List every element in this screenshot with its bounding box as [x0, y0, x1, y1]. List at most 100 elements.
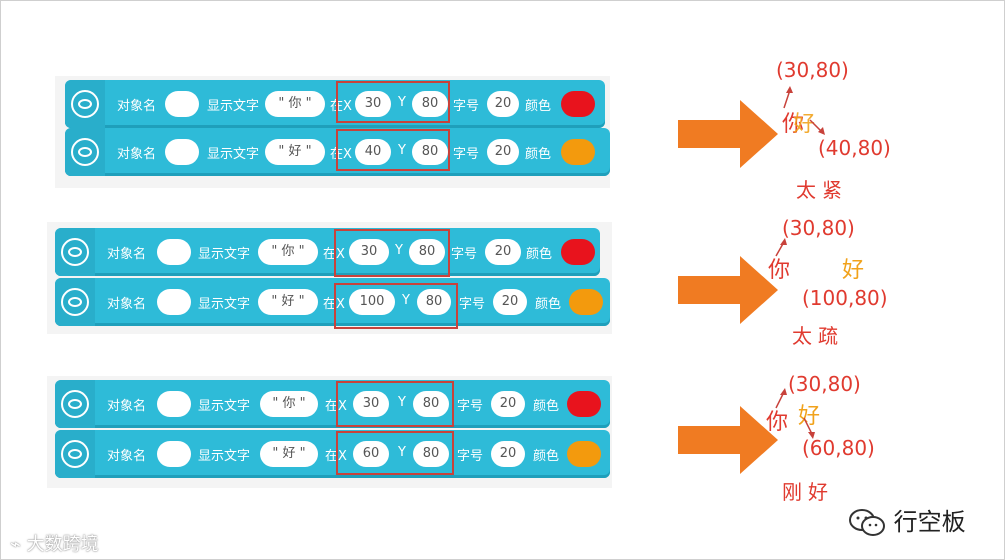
text-value-input[interactable]: " 好 ": [258, 289, 318, 315]
xy-highlight-box: [336, 431, 454, 475]
ellipse-icon: [61, 390, 89, 418]
size-label: 字号: [457, 449, 484, 464]
y-label: Y: [398, 395, 406, 410]
obj-name-input[interactable]: [165, 91, 199, 117]
x-input[interactable]: 30: [355, 91, 391, 117]
pointer-arrow-icon: [775, 238, 787, 257]
coord-label-bottom: (60,80): [802, 436, 875, 460]
at-x-label: 在X: [330, 99, 352, 114]
obj-name-input[interactable]: [157, 391, 191, 417]
obj-name-input[interactable]: [157, 289, 191, 315]
row3-block2[interactable]: 对象名 显示文字 " 好 " 在X 60 Y 80 字号 20 颜色: [55, 430, 610, 478]
size-input[interactable]: 20: [491, 391, 525, 417]
text-label: 显示文字: [207, 99, 260, 114]
obj-name-input[interactable]: [157, 441, 191, 467]
y-label: Y: [402, 293, 410, 308]
y-label: Y: [398, 445, 406, 460]
row3-block1[interactable]: 对象名 显示文字 " 你 " 在X 30 Y 80 字号 20 颜色: [55, 380, 610, 428]
coord-label-top: (30,80): [782, 216, 855, 240]
xy-highlight-box: [334, 283, 458, 329]
color-label: 颜色: [533, 449, 560, 464]
text-value-input[interactable]: " 好 ": [265, 139, 325, 165]
x-input[interactable]: 60: [353, 441, 389, 467]
y-input[interactable]: 80: [409, 239, 445, 265]
text-value-input[interactable]: " 你 ": [260, 391, 318, 417]
size-input[interactable]: 20: [485, 239, 521, 265]
obj-name-input[interactable]: [157, 239, 191, 265]
verdict-label: 刚好: [782, 480, 834, 504]
size-label: 字号: [453, 99, 480, 114]
text-value-input[interactable]: " 好 ": [260, 441, 318, 467]
color-label: 颜色: [533, 399, 560, 414]
right-arrow-icon: [678, 100, 778, 168]
row1-block1[interactable]: 对象名 显示文字 " 你 " 在X 30 Y 80 字号 20 颜色: [65, 80, 605, 128]
obj-name-input[interactable]: [165, 139, 199, 165]
size-input[interactable]: 20: [487, 139, 519, 165]
text-label: 显示文字: [198, 449, 251, 464]
color-label: 颜色: [525, 147, 552, 162]
y-input[interactable]: 80: [417, 289, 451, 315]
ellipse-icon: [61, 238, 89, 266]
ellipse-icon: [61, 288, 89, 316]
right-arrow-icon: [678, 256, 778, 324]
at-x-label: 在X: [325, 449, 347, 464]
x-input[interactable]: 100: [349, 289, 395, 315]
size-label: 字号: [459, 297, 486, 312]
xy-highlight-box: [336, 381, 454, 427]
coord-label-top: (30,80): [776, 58, 849, 82]
row2-block2[interactable]: 对象名 显示文字 " 好 " 在X 100 Y 80 字号 20 颜色: [55, 278, 610, 326]
char-hao: 好: [793, 112, 816, 137]
at-x-label: 在X: [325, 399, 347, 414]
text-value-input[interactable]: " 你 ": [258, 239, 318, 265]
at-x-label: 在X: [323, 247, 345, 262]
block-cap: [55, 278, 95, 326]
text-label: 显示文字: [198, 297, 251, 312]
watermark-left-text: 大数跨境: [26, 534, 99, 555]
char-ni: 你: [782, 112, 805, 137]
block-cap: [55, 430, 95, 478]
x-input[interactable]: 30: [353, 391, 389, 417]
ellipse-icon: [71, 138, 99, 166]
color-swatch[interactable]: [567, 441, 601, 467]
row2-block1[interactable]: 对象名 显示文字 " 你 " 在X 30 Y 80 字号 20 颜色: [55, 228, 600, 276]
y-input[interactable]: 80: [412, 91, 448, 117]
size-label: 字号: [453, 147, 480, 162]
color-label: 颜色: [526, 247, 553, 262]
size-label: 字号: [451, 247, 478, 262]
watermark-right-text: 行空板: [893, 508, 966, 536]
obj-label: 对象名: [107, 399, 147, 414]
x-input[interactable]: 40: [355, 139, 391, 165]
at-x-label: 在X: [323, 297, 345, 312]
char-ni: 你: [766, 410, 789, 435]
pointer-arrow-icon: [775, 388, 815, 439]
text-value-input[interactable]: " 你 ": [265, 91, 325, 117]
size-input[interactable]: 20: [493, 289, 527, 315]
block-cap: [55, 380, 95, 428]
xy-highlight-box: [336, 81, 450, 123]
color-swatch[interactable]: [561, 239, 595, 265]
xy-highlight-box: [336, 129, 450, 171]
color-swatch[interactable]: [569, 289, 603, 315]
size-input[interactable]: 20: [491, 441, 525, 467]
color-swatch[interactable]: [561, 91, 595, 117]
obj-label: 对象名: [107, 247, 147, 262]
x-input[interactable]: 30: [349, 239, 389, 265]
color-swatch[interactable]: [561, 139, 595, 165]
char-hao: 好: [798, 404, 821, 429]
y-input[interactable]: 80: [412, 139, 448, 165]
text-label: 显示文字: [198, 399, 251, 414]
y-input[interactable]: 80: [413, 441, 449, 467]
coord-label-top: (30,80): [788, 372, 861, 396]
size-label: 字号: [457, 399, 484, 414]
xy-highlight-box: [334, 229, 450, 277]
watermark-left: ⌁ 大数跨境: [10, 530, 99, 556]
color-swatch[interactable]: [567, 391, 601, 417]
verdict-label: 太紧: [796, 178, 848, 202]
size-input[interactable]: 20: [487, 91, 519, 117]
y-input[interactable]: 80: [413, 391, 449, 417]
char-hao: 好: [842, 258, 865, 283]
text-label: 显示文字: [198, 247, 251, 262]
obj-label: 对象名: [117, 99, 157, 114]
block-cap: [55, 228, 95, 276]
obj-label: 对象名: [117, 147, 157, 162]
